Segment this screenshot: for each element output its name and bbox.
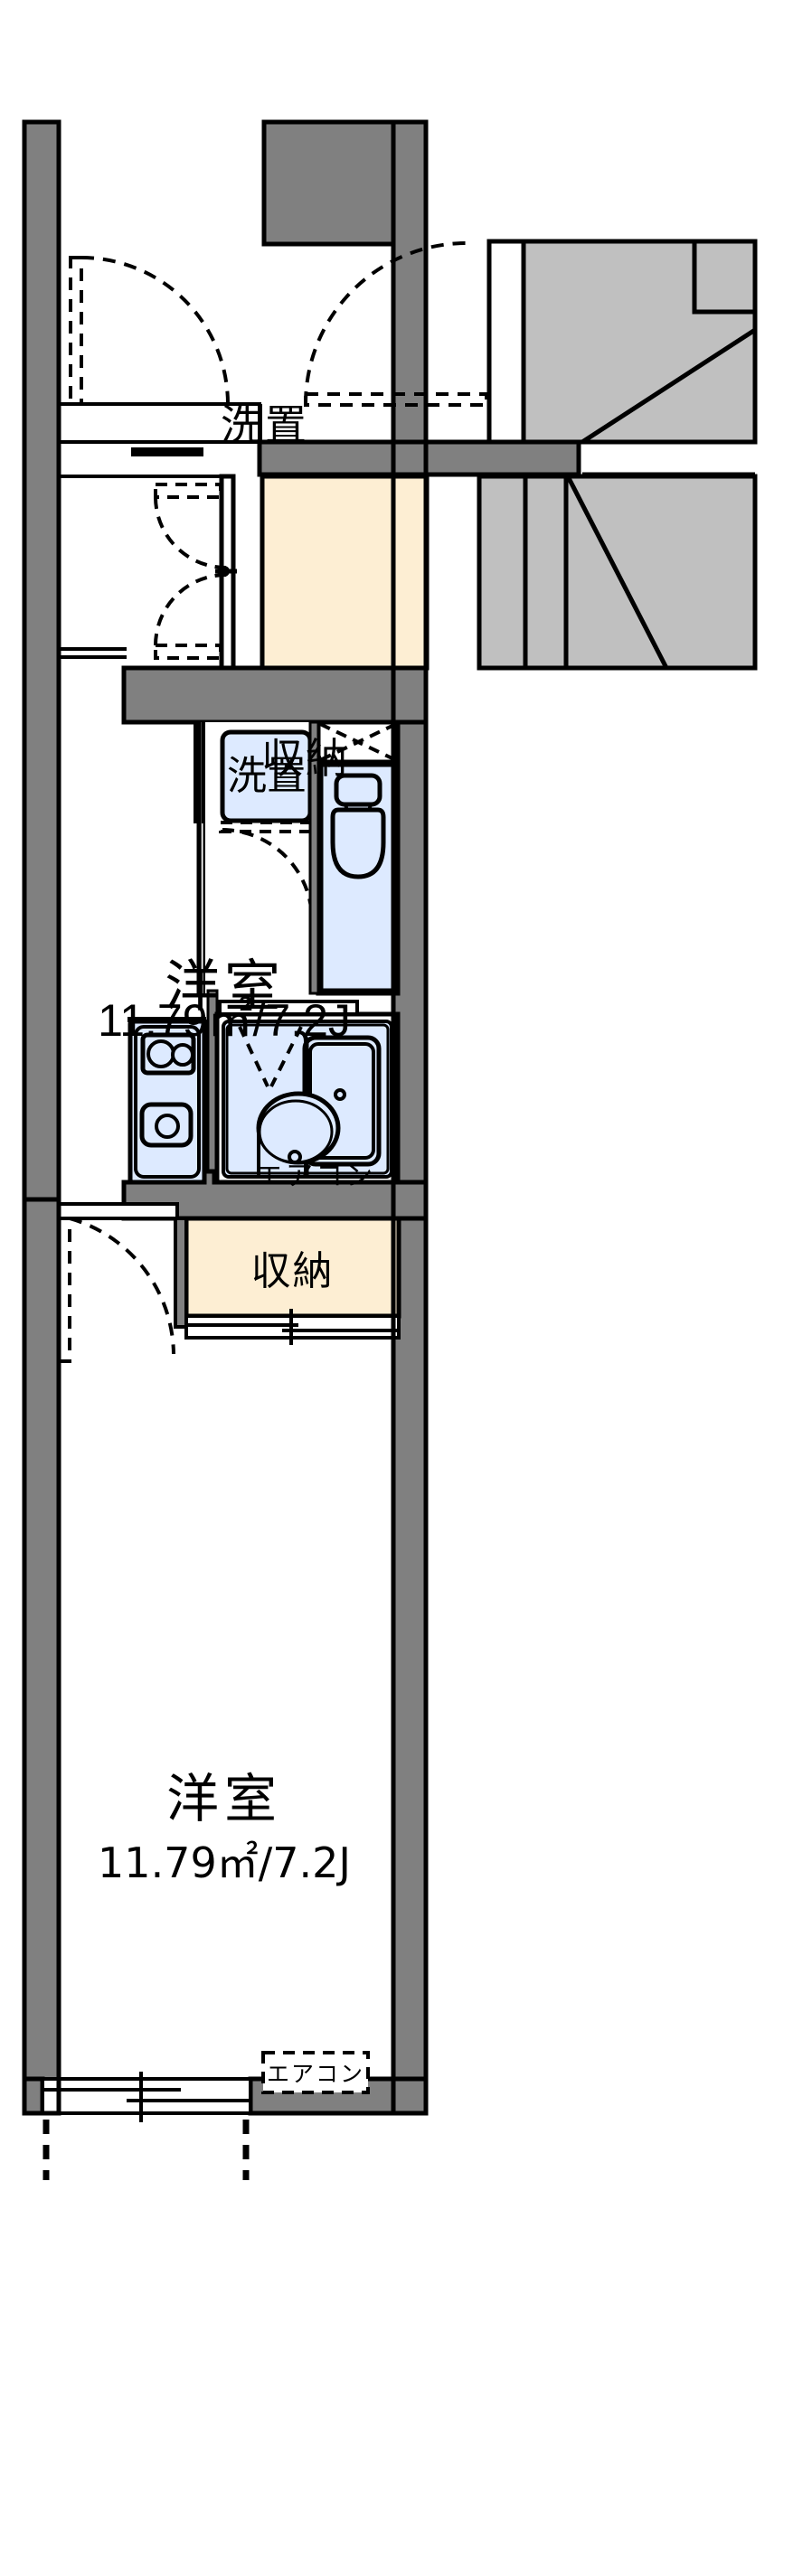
shoebox-door-leaf-top [154, 483, 222, 499]
kitchen-sink-drain [155, 1114, 180, 1139]
entrance-door-swing-arc [80, 256, 230, 405]
closet-body [184, 1216, 401, 1319]
plan-geometry [22, 119, 758, 2180]
corridor-door-swing-arc [304, 241, 467, 405]
outline-right-wall [264, 119, 429, 2116]
bathtub-drain [334, 1088, 346, 1101]
toilet-tank [334, 773, 382, 807]
washbasin-counter-edge-2 [298, 1030, 309, 1175]
washbasin-drain [288, 1150, 302, 1164]
overhead-cabinet-x-2 [319, 722, 397, 762]
wall-bottom-left-stub [22, 2076, 45, 2116]
corridor-door[interactable] [304, 241, 488, 407]
washroom-door-leaf [219, 821, 313, 833]
entrance-zone [57, 239, 581, 477]
wall-nub-kitchen [131, 447, 203, 456]
room-door-swing-arc [69, 1217, 175, 1355]
toilet-bowl [330, 807, 386, 879]
air-conditioner-tag [261, 2051, 370, 2094]
stair-landing-jamb [486, 239, 526, 445]
label-closet: 収納 [261, 735, 350, 782]
shoebox-door-leaf-bottom [154, 644, 222, 660]
entry-partition-tick [258, 404, 262, 442]
wall-left-lower [22, 1197, 61, 2116]
toilet-connector-right [367, 804, 373, 812]
wall-closet-left [174, 1217, 188, 1329]
label-main-room: 洋室 [165, 955, 284, 1018]
closet-zone [121, 1169, 429, 1345]
stair-winder-diagonal-lower [565, 475, 669, 670]
stair-winder-diagonal-upper [581, 327, 757, 445]
labels: 洗置 収納 洋室 11.79㎡/7.2J エアコン [98, 401, 375, 1191]
toilet-connector-left [344, 804, 349, 812]
staircase [477, 239, 758, 671]
toilet-overhead-cabinet [316, 719, 401, 765]
stove-burner-small [171, 1043, 194, 1067]
air-conditioner-box [261, 2051, 370, 2094]
outline-left-wall [22, 119, 61, 2116]
label-washing-machine: 洗置 [221, 401, 309, 448]
window-frame [41, 2077, 252, 2115]
wall-hall-horizontal [121, 665, 429, 725]
corridor-door-leaf [304, 392, 488, 407]
genkan-tile [260, 474, 430, 671]
label-air-conditioner: エアコン [256, 1161, 375, 1191]
stair-top-notch [692, 239, 758, 315]
balcony-sliding-window[interactable] [41, 2072, 252, 2180]
bath-door-threshold [218, 1000, 359, 1016]
label-main-room-area: 11.79㎡/7.2J [98, 995, 351, 1046]
wall-outline-overlay [22, 119, 429, 2116]
wall-washroom-toilet-partition [308, 720, 320, 995]
wall-left-upper [22, 119, 61, 1202]
room-door-threshold [57, 1202, 179, 1220]
sanitary-zone [205, 719, 401, 996]
wall-right-lower [391, 1207, 429, 2116]
